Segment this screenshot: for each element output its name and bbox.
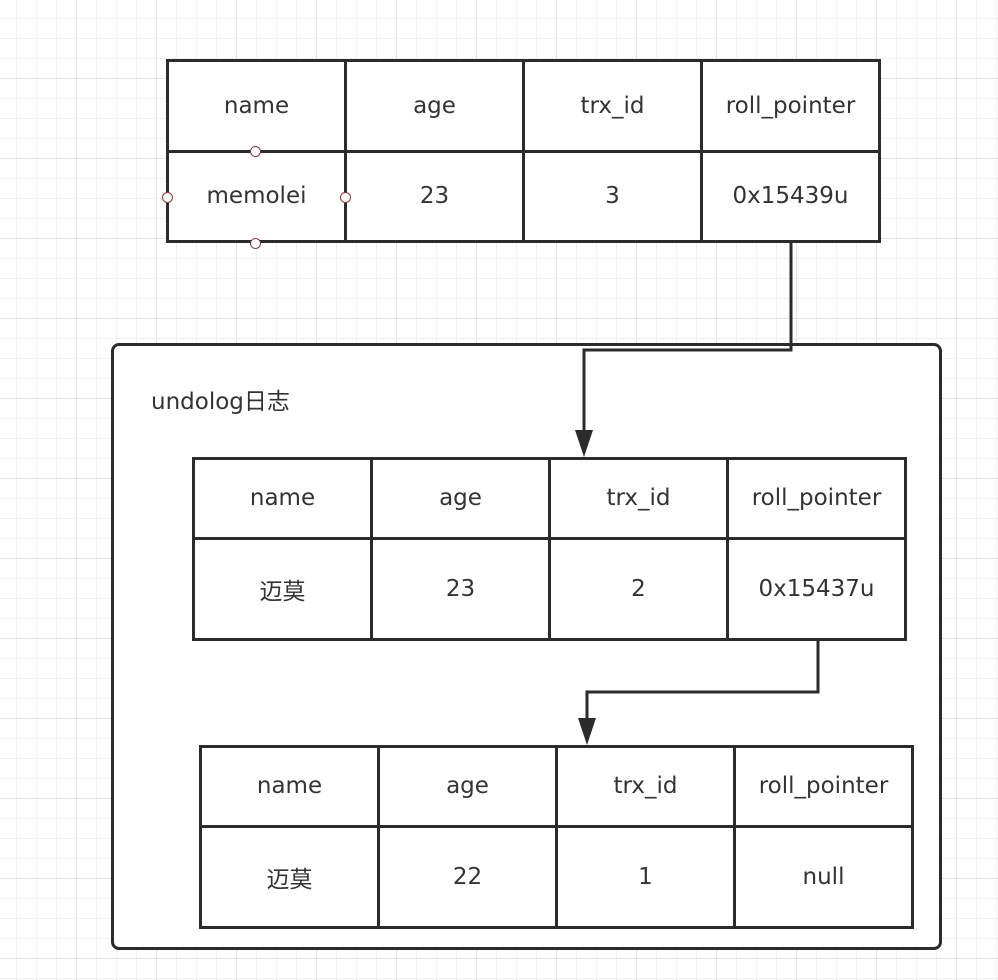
undolog-record-table-1[interactable]: name age trx_id roll_pointer 迈莫 23 2 0x1…: [192, 457, 907, 642]
undolog-label: undolog日志: [151, 389, 290, 415]
header-roll-pointer: roll_pointer: [733, 745, 914, 828]
cell-roll-pointer: null: [733, 824, 914, 930]
selection-handle-top[interactable]: [250, 146, 261, 157]
cell-age: 22: [377, 824, 558, 930]
table-row: 迈莫 22 1 null: [199, 824, 914, 930]
undolog-record-table-2[interactable]: name age trx_id roll_pointer 迈莫 22 1 nul…: [199, 745, 914, 930]
header-age: age: [370, 457, 551, 540]
table-header-row: name age trx_id roll_pointer: [199, 745, 914, 828]
cell-roll-pointer: 0x15437u: [726, 536, 907, 642]
header-age: age: [377, 745, 558, 828]
cell-roll-pointer: 0x15439u: [700, 149, 881, 243]
header-name: name: [192, 457, 373, 540]
header-trx-id: trx_id: [555, 745, 736, 828]
table-header-row: name age trx_id roll_pointer: [166, 59, 881, 153]
cell-age: 23: [370, 536, 551, 642]
header-name: name: [199, 745, 380, 828]
header-trx-id: trx_id: [522, 59, 703, 153]
header-roll-pointer: roll_pointer: [726, 457, 907, 540]
current-record-table[interactable]: name age trx_id roll_pointer memolei 23 …: [166, 59, 881, 243]
table-header-row: name age trx_id roll_pointer: [192, 457, 907, 540]
cell-trx-id: 2: [548, 536, 729, 642]
cell-trx-id: 3: [522, 149, 703, 243]
header-trx-id: trx_id: [548, 457, 729, 540]
cell-name: 迈莫: [199, 824, 380, 930]
selection-handle-left[interactable]: [162, 192, 173, 203]
header-age: age: [344, 59, 525, 153]
cell-name: 迈莫: [192, 536, 373, 642]
cell-trx-id: 1: [555, 824, 736, 930]
cell-age: 23: [344, 149, 525, 243]
table-row: memolei 23 3 0x15439u: [166, 149, 881, 243]
selection-handle-right[interactable]: [340, 192, 351, 203]
header-name: name: [166, 59, 347, 153]
header-roll-pointer: roll_pointer: [700, 59, 881, 153]
selection-handle-bottom[interactable]: [250, 238, 261, 249]
cell-name[interactable]: memolei: [166, 149, 347, 243]
table-row: 迈莫 23 2 0x15437u: [192, 536, 907, 642]
